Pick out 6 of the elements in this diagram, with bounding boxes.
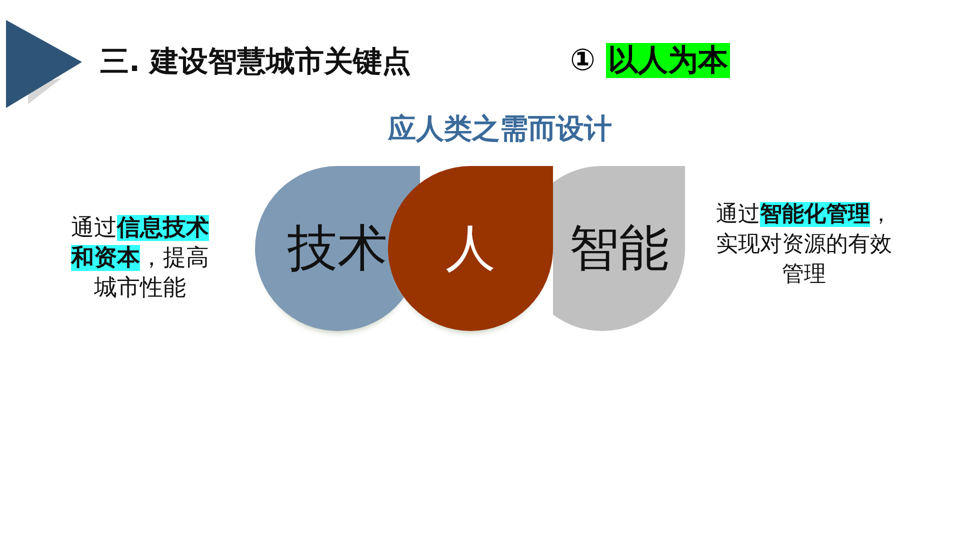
side-note: 通过智能化管理，实现对资源的有效管理 <box>715 201 893 289</box>
subtitle: 应人类之需而设计 <box>386 111 613 147</box>
drop-shape: 技术 <box>255 166 420 331</box>
slide-title: 三. 建设智慧城市关键点 <box>100 43 412 80</box>
drop-shape: 智能 <box>553 166 685 331</box>
drop-shape: 人 <box>388 166 553 331</box>
